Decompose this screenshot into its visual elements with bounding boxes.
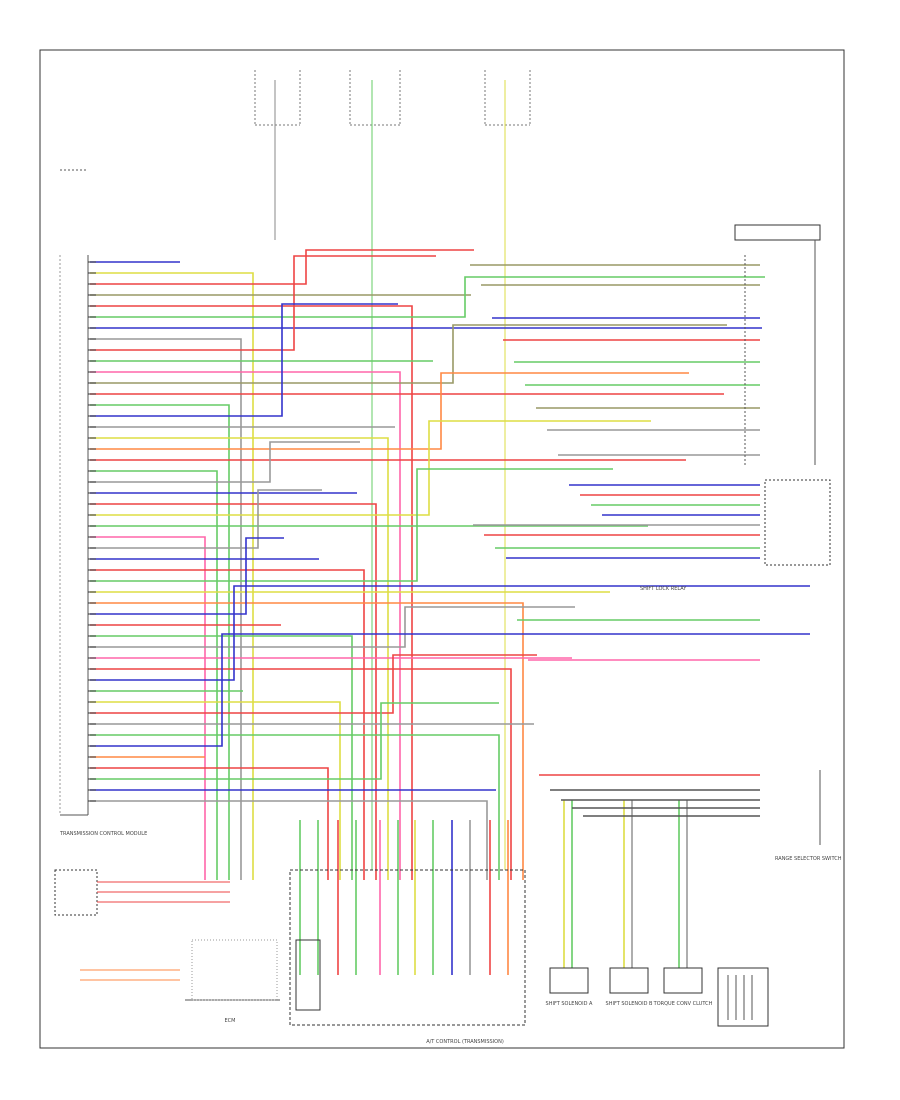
solenoid-tcc-caption: TORQUE CONV CLUTCH	[653, 1001, 713, 1007]
wire	[90, 338, 242, 880]
solenoid-b	[609, 967, 649, 994]
wire	[90, 734, 500, 880]
wire	[90, 800, 488, 880]
sensor-connector-1	[54, 869, 230, 916]
wire	[90, 635, 353, 880]
solenoid-tcc	[663, 967, 703, 994]
left-caption: TRANSMISSION CONTROL MODULE	[59, 831, 147, 837]
wire	[90, 324, 727, 384]
range-switch-block	[717, 967, 769, 1027]
wire	[90, 602, 524, 880]
tcm-connector	[59, 169, 89, 816]
power-block-2	[349, 70, 401, 870]
wire	[90, 255, 436, 351]
power-block-3	[484, 70, 531, 870]
wire	[90, 437, 389, 880]
wire	[90, 606, 575, 648]
power-block-1	[254, 70, 301, 240]
right-connector-top	[734, 224, 821, 465]
wire	[90, 303, 398, 417]
solenoid-a-caption: SHIFT SOLENOID A	[546, 1001, 593, 1007]
ecm-connector	[185, 939, 280, 1001]
main-caption: A/T CONTROL (TRANSMISSION)	[426, 1039, 504, 1045]
wire	[90, 272, 254, 880]
wire	[90, 702, 499, 780]
wire	[90, 371, 401, 880]
wire	[90, 404, 230, 880]
wire	[90, 668, 512, 880]
wire	[90, 503, 377, 880]
wire	[90, 420, 651, 516]
wire	[90, 654, 537, 714]
wire	[90, 767, 329, 880]
ecm-caption: ECM	[225, 1018, 236, 1024]
wire-group	[88, 249, 810, 975]
solenoid-b-caption: SHIFT SOLENOID B	[606, 1001, 653, 1007]
wire	[90, 569, 365, 880]
wire	[90, 585, 810, 681]
wire	[90, 536, 206, 880]
wire	[90, 701, 341, 880]
wire	[90, 470, 218, 880]
wire	[90, 441, 360, 483]
solenoid-a	[549, 967, 589, 994]
transmission-connector	[289, 869, 526, 1026]
sensor-connector-2	[80, 969, 180, 981]
shift-lock-caption: SHIFT LOCK RELAY	[640, 586, 687, 592]
wire	[90, 249, 474, 285]
right-connector-mid	[764, 479, 831, 566]
wire	[90, 489, 322, 549]
wire	[90, 633, 810, 747]
diagram-frame	[39, 49, 845, 1049]
wire	[90, 372, 689, 450]
wire	[90, 537, 284, 615]
wire	[90, 276, 765, 318]
right-caption: RANGE SELECTOR SWITCH	[775, 856, 842, 862]
wire	[90, 305, 413, 880]
wire	[90, 468, 613, 582]
